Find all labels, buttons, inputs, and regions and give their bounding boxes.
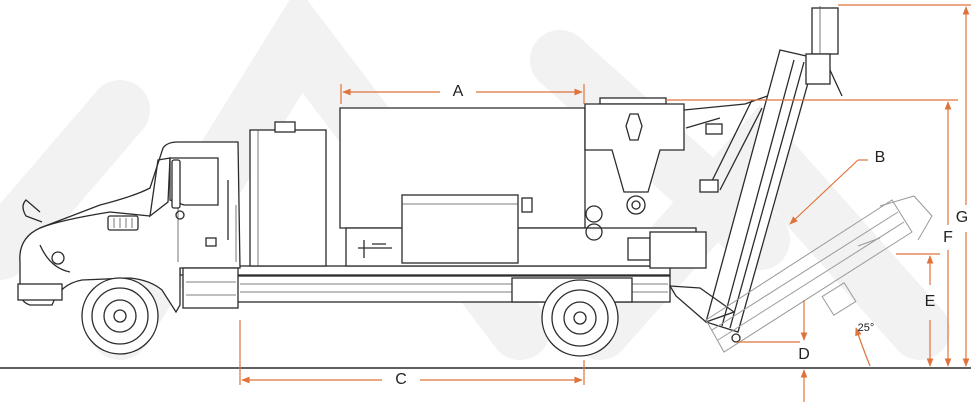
dimension-label-f: F (943, 229, 953, 246)
water-tank (249, 121, 327, 267)
spreader-box-upright (668, 6, 843, 343)
spreader-box-lowered (705, 195, 933, 353)
boom-arm (683, 94, 771, 193)
dimension-lines (239, 4, 971, 402)
dimension-label-c: C (395, 371, 407, 388)
angle-label: 25° (858, 322, 875, 334)
dimension-label-b: B (875, 149, 886, 166)
aggregate-bin (584, 97, 707, 269)
dimension-label-e: E (925, 293, 936, 310)
dimension-label-d: D (798, 346, 810, 363)
cab (17, 141, 241, 314)
dimension-label-g: G (956, 209, 968, 226)
dimension-label-a: A (453, 83, 464, 100)
truck (17, 6, 933, 357)
front-wheel (81, 277, 159, 355)
rear-wheel (541, 279, 619, 357)
